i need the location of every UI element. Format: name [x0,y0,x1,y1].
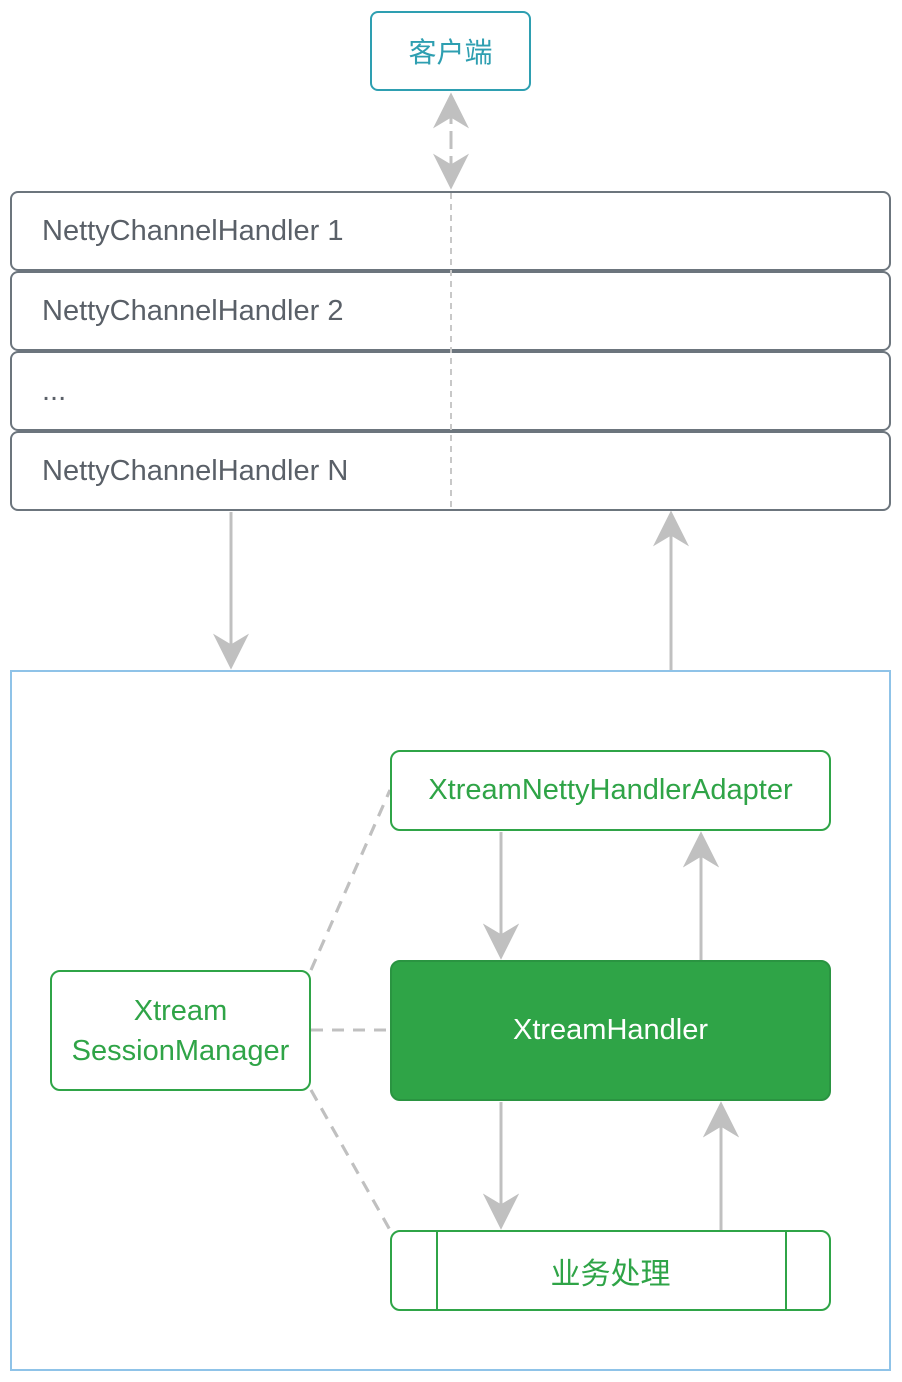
adapter-label: XtreamNettyHandlerAdapter [428,774,793,806]
xtream-container [10,670,891,1371]
xtream-session-manager: Xtream SessionManager [50,970,311,1091]
session-manager-line1: Xtream [133,994,228,1027]
business-process: 业务处理 [390,1230,831,1311]
handler-label: ... [42,374,67,407]
client-label: 客户端 [408,36,493,69]
client-node: 客户端 [370,11,531,91]
xtream-handler-label: XtreamHandler [512,1014,709,1046]
handler-label: NettyChannelHandler 1 [42,214,344,247]
process-right-bar [785,1232,787,1309]
handler-label: NettyChannelHandler N [42,454,349,487]
handler-label: NettyChannelHandler 2 [42,294,344,327]
business-label: 业务处理 [550,1256,671,1292]
process-left-bar [436,1232,438,1309]
session-manager-line2: SessionManager [71,1034,290,1067]
xtream-netty-handler-adapter: XtreamNettyHandlerAdapter [390,750,831,831]
xtream-handler: XtreamHandler [390,960,831,1101]
